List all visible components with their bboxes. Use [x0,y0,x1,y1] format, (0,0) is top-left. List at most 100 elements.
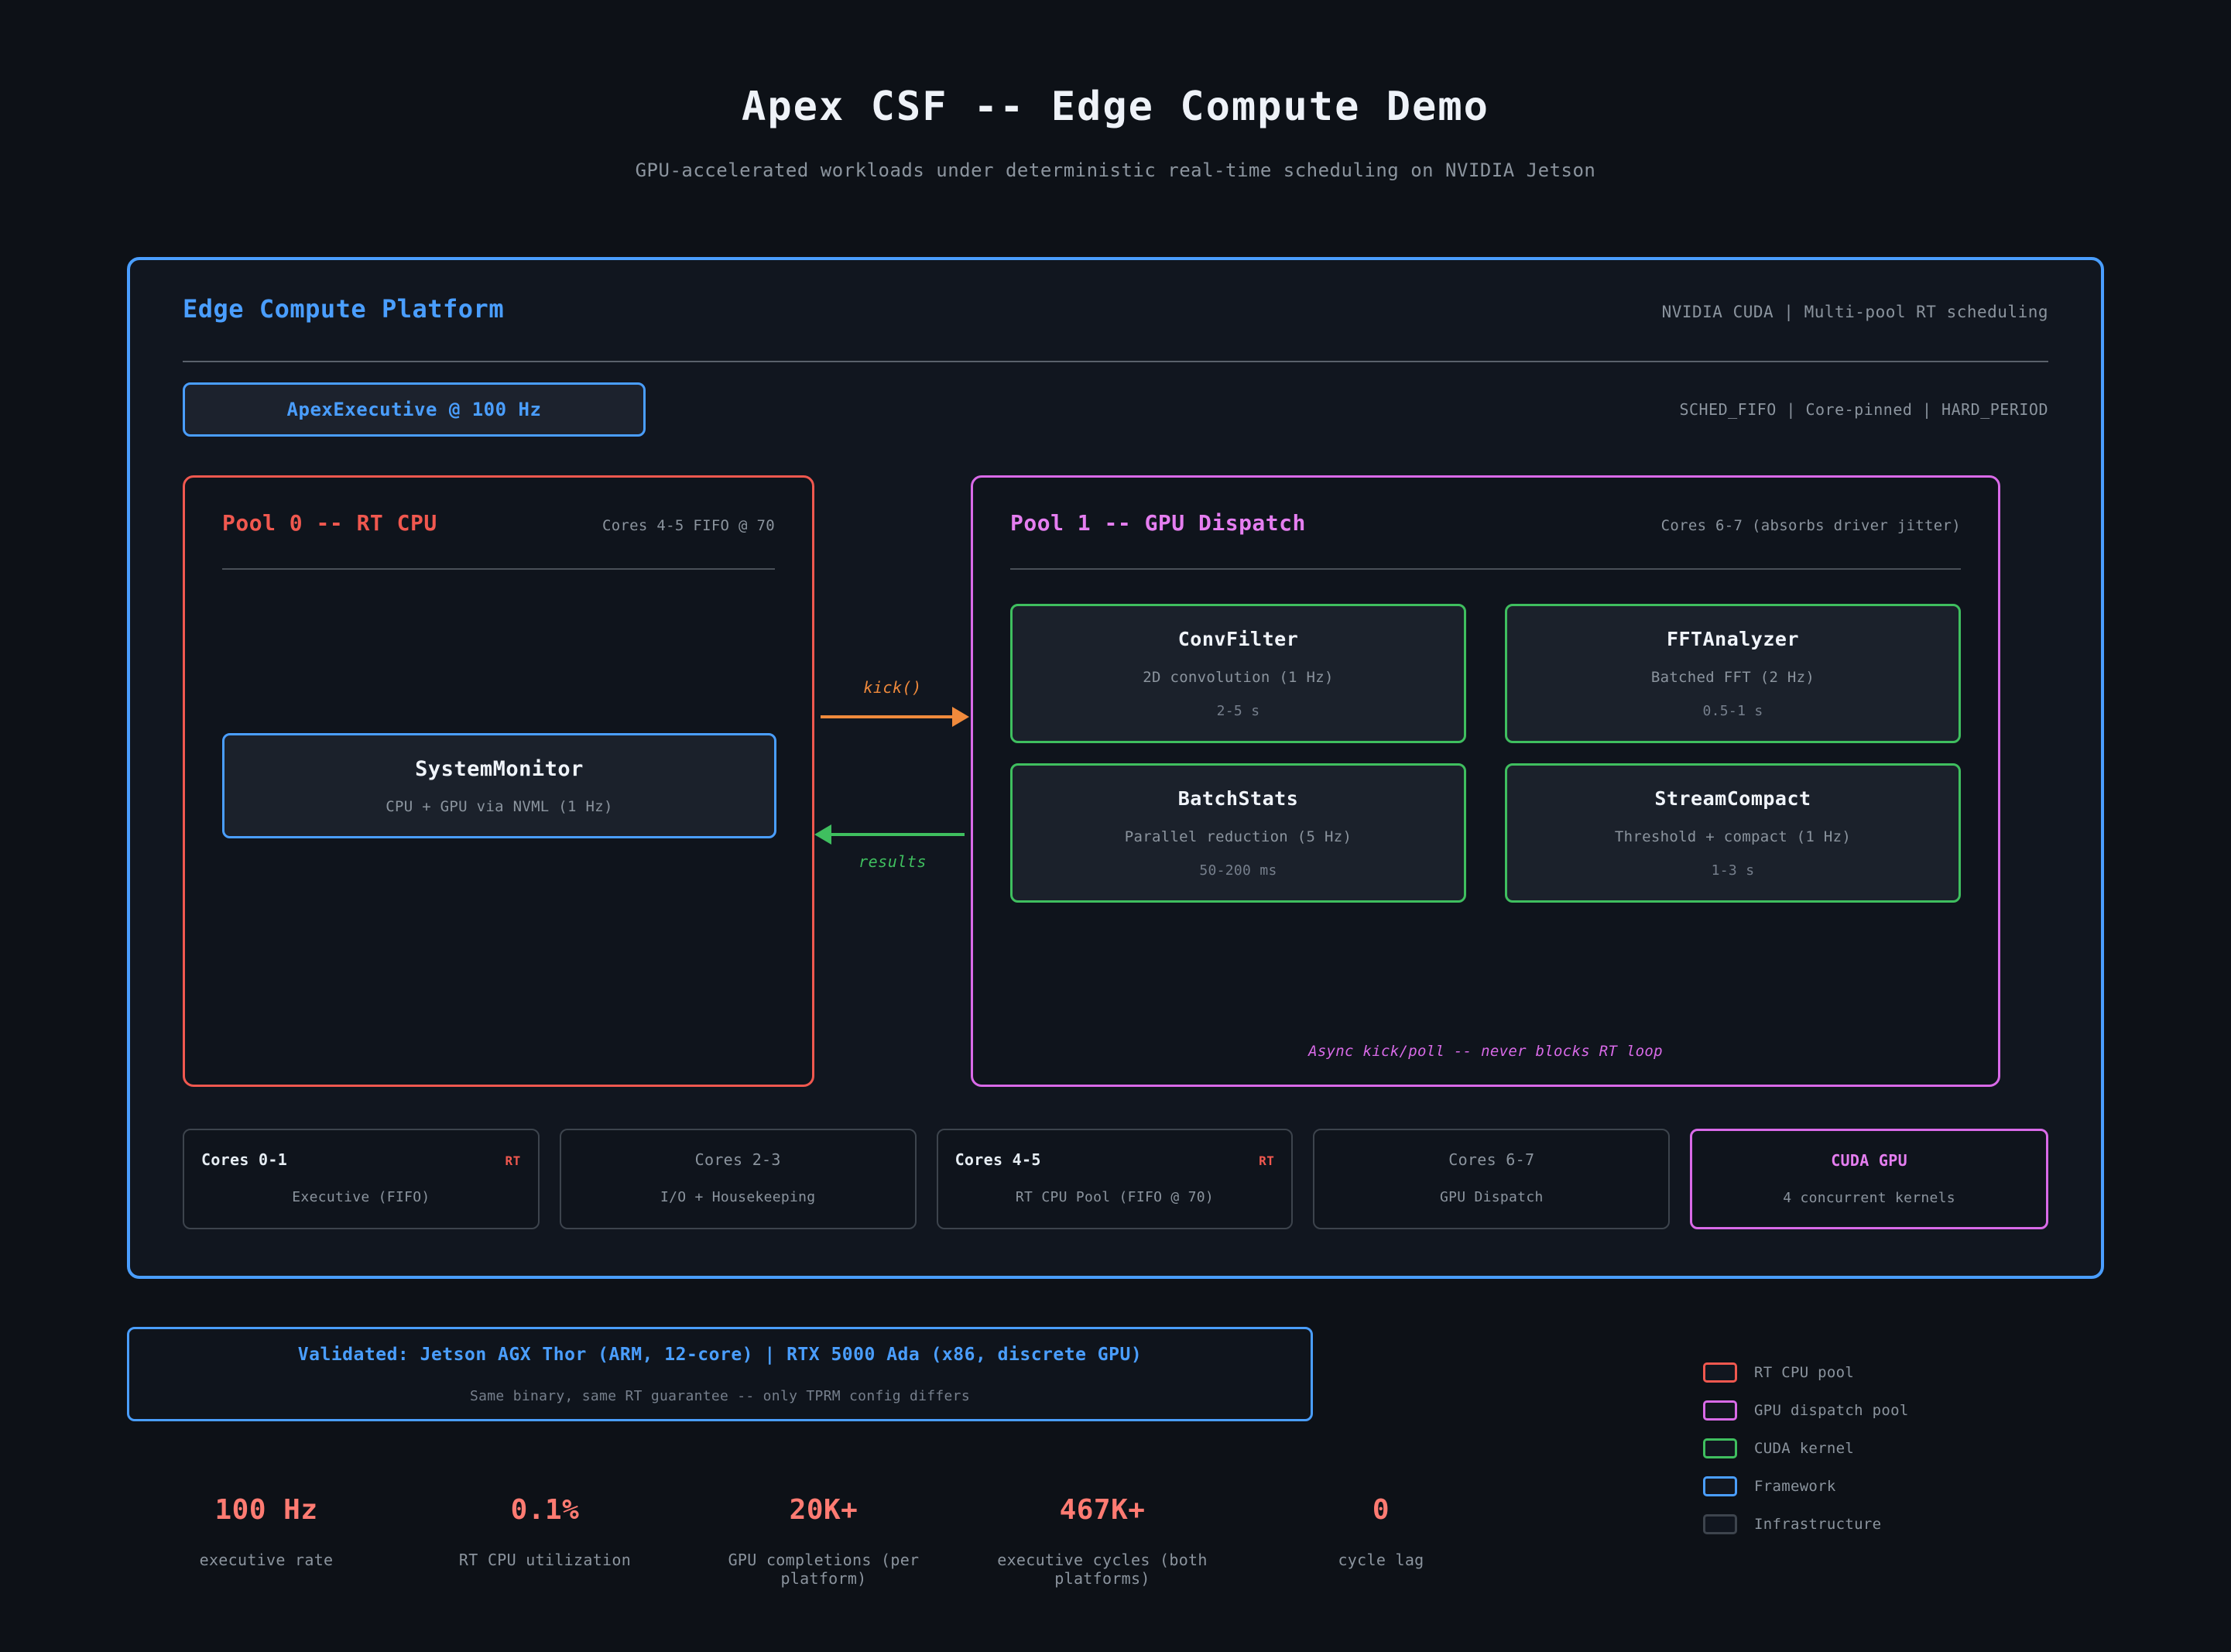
pool-rt-cpu-header: Pool 0 -- RT CPU Cores 4-5 FIFO @ 70 [222,510,775,570]
legend: RT CPU pool GPU dispatch pool CUDA kerne… [1703,1362,1909,1534]
validated-note: Same binary, same RT guarantee -- only T… [470,1387,970,1404]
legend-label: CUDA kernel [1754,1440,1855,1457]
stat-value: 20K+ [789,1494,858,1526]
panel-title: Edge Compute Platform [183,294,505,324]
kernel-description: Parallel reduction (5 Hz) [1124,828,1352,845]
stat-label: GPU completions (per platform) [728,1551,920,1588]
core-description: 4 concurrent kernels [1783,1190,1955,1206]
kernel-latency: 50-200 ms [1199,862,1277,879]
page-title: Apex CSF -- Edge Compute Demo [742,84,1489,130]
legend-item-cuda-kernel: CUDA kernel [1703,1438,1909,1458]
pool-rt-cpu: Pool 0 -- RT CPU Cores 4-5 FIFO @ 70 Sys… [183,475,814,1087]
kernel-grid: ConvFilter 2D convolution (1 Hz) 2-5 s F… [1010,604,1961,903]
stat-rt-cpu-utilization: 0.1% RT CPU utilization [406,1494,684,1588]
stats-row: 100 Hz executive rate 0.1% RT CPU utiliz… [127,1494,1520,1588]
kernel-description: Threshold + compact (1 Hz) [1614,828,1852,845]
stat-label: cycle lag [1338,1551,1424,1569]
legend-swatch-icon [1703,1400,1737,1421]
executive-row: ApexExecutive @ 100 Hz SCHED_FIFO | Core… [183,382,2048,437]
legend-swatch-icon [1703,1438,1737,1458]
kernel-name: StreamCompact [1654,787,1811,810]
legend-swatch-icon [1703,1514,1737,1534]
core-card-header: Cores 4-5 RT [955,1150,1275,1169]
core-label: Cores 6-7 [1448,1150,1535,1169]
pool-rt-cpu-title: Pool 0 -- RT CPU [222,510,437,536]
scheduling-meta: SCHED_FIFO | Core-pinned | HARD_PERIOD [1679,400,2048,419]
core-card-header: CUDA GPU [1709,1151,2029,1170]
pool-gpu-dispatch-header: Pool 1 -- GPU Dispatch Cores 6-7 (absorb… [1010,510,1961,570]
stat-label: RT CPU utilization [458,1551,632,1569]
kernel-name: ConvFilter [1177,628,1299,650]
arrow-label-results: results [858,852,927,871]
kernel-description: 2D convolution (1 Hz) [1143,669,1334,686]
stat-gpu-completions: 20K+ GPU completions (per platform) [684,1494,963,1588]
kernel-latency: 2-5 s [1216,703,1260,719]
kernel-card[interactable]: BatchStats Parallel reduction (5 Hz) 50-… [1010,763,1466,903]
arrow-label-kick: kick() [863,678,922,697]
task-card-system-monitor[interactable]: SystemMonitor CPU + GPU via NVML (1 Hz) [222,733,776,838]
core-card-header: Cores 0-1 RT [201,1150,521,1169]
stat-label: executive cycles (both platforms) [997,1551,1208,1588]
legend-label: Framework [1754,1478,1836,1495]
title-block: Apex CSF -- Edge Compute Demo GPU-accele… [0,0,2231,181]
panel-header: Edge Compute Platform NVIDIA CUDA | Mult… [183,294,2048,362]
stat-value: 0 [1372,1494,1390,1526]
validated-banner: Validated: Jetson AGX Thor (ARM, 12-core… [127,1327,1313,1421]
core-card-cuda-gpu[interactable]: CUDA GPU 4 concurrent kernels [1690,1129,2048,1229]
stat-executive-cycles: 467K+ executive cycles (both platforms) [963,1494,1242,1588]
panel-meta: NVIDIA CUDA | Multi-pool RT scheduling [1661,303,2048,321]
stat-cycle-lag: 0 cycle lag [1242,1494,1520,1588]
legend-label: Infrastructure [1754,1516,1882,1533]
core-label: Cores 4-5 [954,1150,1041,1169]
kernel-name: BatchStats [1177,787,1299,810]
arrow-results-head-icon [814,824,831,845]
core-description: Executive (FIFO) [292,1189,430,1205]
edge-compute-platform-panel: Edge Compute Platform NVIDIA CUDA | Mult… [127,257,2104,1279]
validated-platforms: Validated: Jetson AGX Thor (ARM, 12-core… [297,1344,1143,1365]
core-description: RT CPU Pool (FIFO @ 70) [1015,1189,1215,1205]
stat-executive-rate: 100 Hz executive rate [127,1494,406,1588]
core-label: Cores 0-1 [201,1150,288,1169]
kernel-card[interactable]: ConvFilter 2D convolution (1 Hz) 2-5 s [1010,604,1466,743]
core-description: GPU Dispatch [1439,1189,1544,1205]
async-note: Async kick/poll -- never blocks RT loop [1308,1043,1663,1060]
stat-value: 0.1% [510,1494,580,1526]
rt-badge: RT [1259,1153,1275,1168]
task-name: SystemMonitor [415,756,584,781]
stat-value: 467K+ [1059,1494,1146,1526]
pool-rt-cpu-meta: Cores 4-5 FIFO @ 70 [601,517,775,534]
kernel-name: FFTAnalyzer [1666,628,1800,650]
rt-badge: RT [505,1153,521,1168]
core-label: Cores 2-3 [694,1150,781,1169]
legend-swatch-icon [1703,1476,1737,1496]
pools-row: Pool 0 -- RT CPU Cores 4-5 FIFO @ 70 Sys… [183,475,2048,1087]
apex-executive-badge[interactable]: ApexExecutive @ 100 Hz [183,382,646,437]
legend-item-gpu-dispatch-pool: GPU dispatch pool [1703,1400,1909,1421]
pool-gpu-dispatch-meta: Cores 6-7 (absorbs driver jitter) [1660,517,1961,534]
arrow-kick-head-icon [952,707,969,727]
core-description: I/O + Housekeeping [660,1189,816,1205]
legend-item-framework: Framework [1703,1476,1909,1496]
core-label: CUDA GPU [1831,1151,1907,1170]
arrow-kick-line [821,715,965,718]
core-allocation-row: Cores 0-1 RT Executive (FIFO) Cores 2-3 … [183,1129,2048,1229]
kernel-latency: 0.5-1 s [1702,703,1763,719]
core-card-cores-0-1[interactable]: Cores 0-1 RT Executive (FIFO) [183,1129,540,1229]
core-card-cores-6-7[interactable]: Cores 6-7 GPU Dispatch [1313,1129,1671,1229]
pool-gpu-dispatch-title: Pool 1 -- GPU Dispatch [1010,510,1306,536]
kernel-card[interactable]: StreamCompact Threshold + compact (1 Hz)… [1505,763,1961,903]
pool-connector-arrows: kick() results [814,475,971,1087]
legend-swatch-icon [1703,1362,1737,1383]
core-card-cores-4-5[interactable]: Cores 4-5 RT RT CPU Pool (FIFO @ 70) [936,1129,1294,1229]
kernel-latency: 1-3 s [1711,862,1755,879]
legend-label: GPU dispatch pool [1754,1402,1909,1419]
kernel-card[interactable]: FFTAnalyzer Batched FFT (2 Hz) 0.5-1 s [1505,604,1961,743]
stat-value: 100 Hz [214,1494,318,1526]
arrow-results-line [821,833,965,836]
core-card-header: Cores 6-7 [1331,1150,1651,1169]
pool-gpu-dispatch: Pool 1 -- GPU Dispatch Cores 6-7 (absorb… [971,475,2000,1087]
task-description: CPU + GPU via NVML (1 Hz) [386,797,613,815]
legend-item-infrastructure: Infrastructure [1703,1514,1909,1534]
core-card-cores-2-3[interactable]: Cores 2-3 I/O + Housekeeping [559,1129,917,1229]
